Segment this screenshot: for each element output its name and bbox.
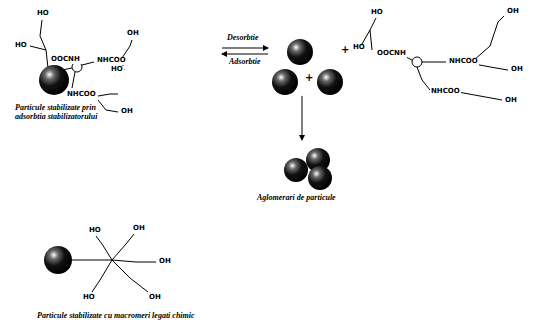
chem-group: HO xyxy=(88,227,102,235)
chain xyxy=(98,94,118,96)
chain xyxy=(474,64,508,70)
chem-group: OH xyxy=(506,8,520,16)
caption: Particule stabilizate prin adsorbtia sta… xyxy=(14,104,116,122)
chem-group: OH xyxy=(120,108,134,116)
chain xyxy=(82,62,94,65)
ring xyxy=(412,57,422,67)
chem-group: HO xyxy=(82,294,96,302)
chain xyxy=(474,16,504,60)
chem-group: HO xyxy=(352,44,366,52)
chem-group: OH xyxy=(126,30,140,38)
chain xyxy=(422,62,446,63)
chem-group: HO xyxy=(110,66,124,74)
chem-group: NHCOO xyxy=(66,91,97,99)
chain xyxy=(112,234,134,260)
chain xyxy=(92,260,112,292)
particle xyxy=(39,65,69,95)
chem-group: OH xyxy=(510,66,524,74)
chem-group: HO xyxy=(370,9,384,17)
equilibrium-arrow xyxy=(222,48,268,49)
chem-group: OOCNH xyxy=(50,56,81,64)
particle xyxy=(272,69,298,95)
chain xyxy=(40,20,48,68)
caption: Particule stabilizate cu macromeri legat… xyxy=(36,312,298,321)
chain xyxy=(112,260,156,262)
chain xyxy=(362,30,370,44)
chem-group: NHCOO xyxy=(430,88,461,96)
chain xyxy=(112,260,148,292)
chain xyxy=(72,72,75,88)
arrow-label: Adsorbtie xyxy=(228,58,262,67)
chain xyxy=(96,236,112,260)
chem-group: OH xyxy=(504,97,518,105)
particle xyxy=(287,39,313,65)
chain xyxy=(30,46,46,50)
chain xyxy=(458,92,502,100)
arrow-label: Desorbtie xyxy=(226,34,260,43)
chain xyxy=(98,100,118,112)
chem-group: HO xyxy=(36,10,50,18)
chem-group: NHCOO xyxy=(96,57,127,65)
chain xyxy=(70,260,112,261)
caption: Aglomerari de particule xyxy=(256,194,378,203)
chain xyxy=(122,40,132,58)
chem-group: OH xyxy=(132,225,146,233)
chem-group: OOCNH xyxy=(376,50,407,58)
chem-group: OH xyxy=(158,258,172,266)
particle xyxy=(284,158,308,182)
chain xyxy=(370,18,376,50)
particle xyxy=(44,246,72,274)
chem-group: OH xyxy=(148,294,162,302)
plus-sign: + xyxy=(340,44,350,55)
down-arrow xyxy=(302,96,303,140)
chain xyxy=(417,67,430,90)
particle xyxy=(308,166,332,190)
plus-sign: + xyxy=(304,72,314,83)
equilibrium-arrow xyxy=(222,54,268,55)
particle xyxy=(317,69,343,95)
chem-group: NHCOO xyxy=(448,58,479,66)
chem-group: HO xyxy=(14,42,28,50)
